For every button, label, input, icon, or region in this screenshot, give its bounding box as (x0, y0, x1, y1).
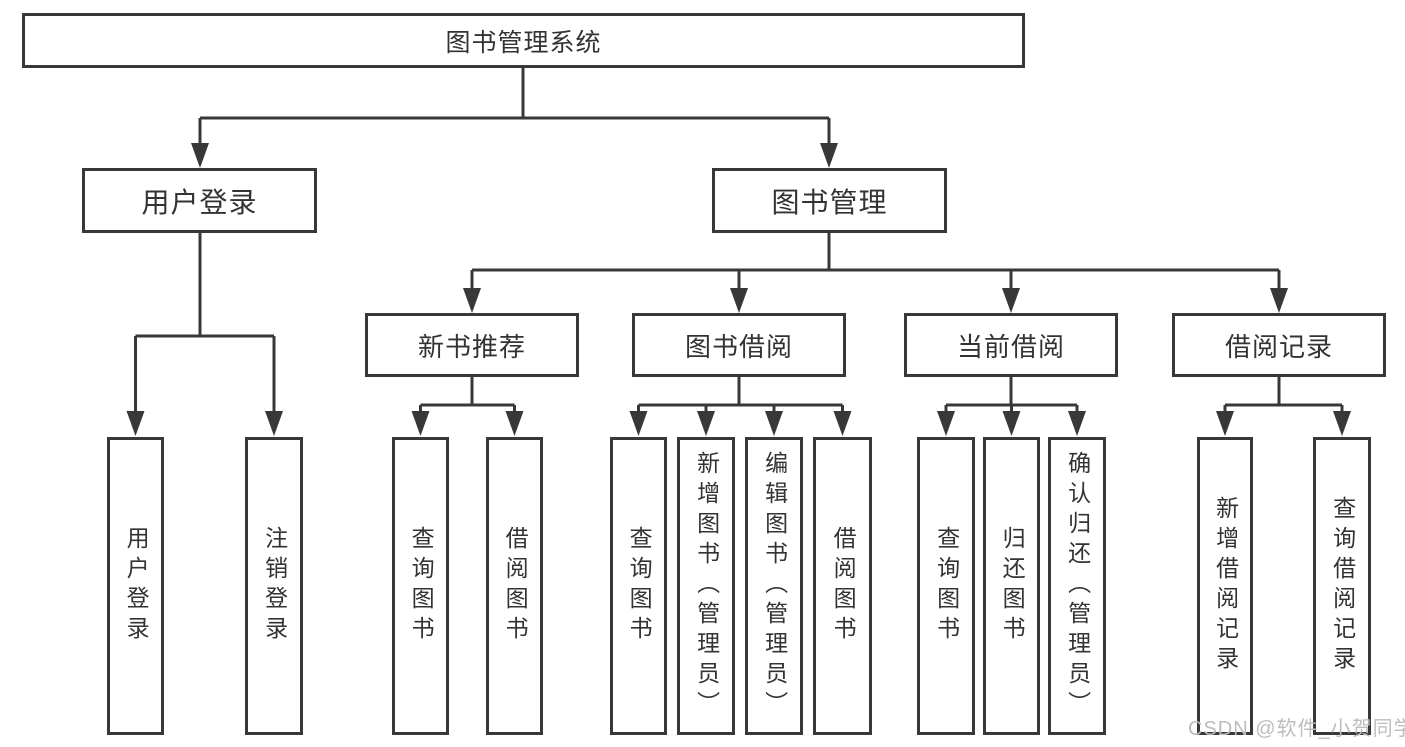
leaf-current-confirm-return-admin-label: 确认归还（管理员） (1064, 451, 1091, 721)
node-user-login: 用户登录 (82, 168, 317, 233)
leaf-borrow-borrow-books-label: 借阅图书 (830, 526, 857, 646)
leaf-recommend-borrow-books-label: 借阅图书 (502, 526, 529, 646)
connector-records-to-leaves (1216, 377, 1351, 436)
node-book-borrow: 图书借阅 (632, 313, 846, 377)
leaf-borrow-edit-books-admin-label: 编辑图书（管理员） (761, 451, 788, 721)
node-borrow-records-label: 借阅记录 (1224, 331, 1333, 362)
leaf-borrow-add-books-admin: 新增图书（管理员） (677, 437, 735, 735)
leaf-borrow-edit-books-admin: 编辑图书（管理员） (745, 437, 803, 735)
connector-current-to-leaves (937, 377, 1086, 436)
node-borrow-records: 借阅记录 (1172, 313, 1386, 377)
leaf-logout-login: 注销登录 (245, 437, 303, 735)
leaf-records-query-borrow-record-label: 查询借阅记录 (1329, 496, 1356, 676)
leaf-borrow-add-books-admin-label: 新增图书（管理员） (693, 451, 720, 721)
connector-login-to-leaves (126, 233, 283, 436)
leaf-current-query-books: 查询图书 (917, 437, 975, 735)
leaf-logout-login-label: 注销登录 (261, 526, 288, 646)
leaf-records-query-borrow-record: 查询借阅记录 (1313, 437, 1371, 735)
leaf-records-add-borrow-record: 新增借阅记录 (1197, 437, 1253, 735)
node-book-borrow-label: 图书借阅 (684, 331, 793, 362)
connector-recommend-to-leaves (411, 377, 524, 436)
connector-borrow-to-leaves (629, 377, 852, 436)
node-user-login-label: 用户登录 (141, 186, 258, 218)
leaf-current-return-books: 归还图书 (983, 437, 1040, 735)
node-book-management-label: 图书管理 (771, 186, 888, 218)
leaf-user-login: 用户登录 (107, 437, 164, 735)
leaf-current-confirm-return-admin: 确认归还（管理员） (1048, 437, 1106, 735)
node-current-borrow: 当前借阅 (904, 313, 1118, 377)
node-root-label: 图书管理系统 (445, 28, 602, 57)
connector-management-to-sections (463, 233, 1288, 313)
leaf-borrow-query-books-label: 查询图书 (626, 526, 653, 646)
node-root: 图书管理系统 (22, 13, 1025, 68)
leaf-current-return-books-label: 归还图书 (999, 526, 1026, 646)
leaf-user-login-label: 用户登录 (123, 526, 150, 646)
leaf-current-query-books-label: 查询图书 (933, 526, 960, 646)
leaf-recommend-query-books: 查询图书 (392, 437, 449, 735)
leaf-borrow-query-books: 查询图书 (610, 437, 667, 735)
csdn-watermark: CSDN @软件_小贺同学 (1188, 718, 1405, 740)
leaf-records-add-borrow-record-label: 新增借阅记录 (1212, 496, 1239, 676)
node-book-management: 图书管理 (712, 168, 947, 233)
node-current-borrow-label: 当前借阅 (956, 331, 1065, 362)
connector-root-to-level2 (191, 68, 838, 168)
node-new-book-recommend-label: 新书推荐 (417, 331, 526, 362)
leaf-borrow-borrow-books: 借阅图书 (813, 437, 872, 735)
leaf-recommend-query-books-label: 查询图书 (408, 526, 435, 646)
leaf-recommend-borrow-books: 借阅图书 (486, 437, 543, 735)
node-new-book-recommend: 新书推荐 (365, 313, 579, 377)
